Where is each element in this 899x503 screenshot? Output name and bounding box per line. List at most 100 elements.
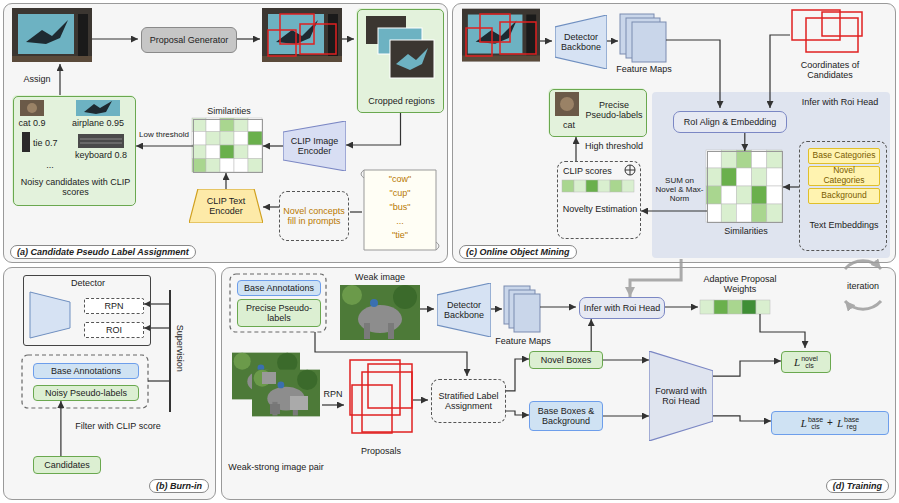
similarity-cells: [752, 150, 767, 168]
feature-maps: [514, 294, 540, 332]
process-box: RoI Align & Embedding: [673, 111, 787, 133]
connector: [60, 401, 61, 456]
panel: (c) Online Object MiningDetector Backbon…: [452, 3, 896, 263]
annotation-box: Base Annotations: [237, 280, 321, 296]
similarity-cells: [220, 159, 234, 173]
similarity-cells: [756, 300, 770, 314]
pseudo-label-box: Noisy Pseudo-labels: [33, 385, 139, 401]
similarity-cells: [234, 118, 248, 132]
panel-ground: [3, 267, 216, 500]
figure-label: Feature Maps: [490, 336, 556, 346]
similarity-cells: [562, 180, 574, 192]
similarity-cells: [767, 204, 782, 222]
supervision-bar: [170, 290, 171, 412]
box-set: Novel Boxes: [529, 351, 603, 369]
encoder: CLIP Text Encoder: [189, 189, 263, 223]
similarity-cells: [767, 168, 782, 186]
photo: [560, 97, 574, 111]
connector: [603, 359, 649, 360]
connector: [575, 137, 576, 161]
similarity-cells: [248, 132, 262, 146]
edge-label: Low threshold: [136, 130, 192, 139]
candidate-box: [280, 14, 314, 44]
flow-arrow: [60, 35, 805, 405]
figure-label: airplane 0.95: [62, 118, 134, 128]
figure-label: Proposals: [346, 446, 416, 456]
similarity-cells: [752, 186, 767, 204]
flow-arrow: [666, 40, 720, 108]
candidate-box: [822, 12, 862, 36]
photo: [78, 134, 124, 148]
edge-label: SUM on Novel & Max-Norm: [654, 176, 705, 204]
feature-maps: [632, 22, 666, 62]
flow-arrow: [540, 306, 576, 307]
figure-label: Feature Maps: [608, 64, 680, 74]
photo: [290, 396, 308, 410]
connector: [136, 145, 193, 146]
candidate-box: [268, 30, 296, 56]
math-symbol: L: [794, 356, 800, 369]
superscript: base: [808, 416, 823, 423]
similarity-cells: [752, 204, 767, 222]
similarity-cells: [721, 150, 736, 168]
node-text: Noisy candidates with CLIP scores: [18, 177, 133, 198]
feature-maps: [504, 14, 666, 332]
figure-label: Supervision: [175, 308, 185, 388]
group-outline: [22, 274, 326, 408]
node-text: RoI Align & Embedding: [684, 117, 777, 127]
flow-arrow: [413, 399, 428, 400]
node-text: Base Categories: [813, 151, 876, 161]
iteration-arrow: [845, 301, 881, 309]
similarity-cells: [622, 180, 634, 192]
supervision-bar: [169, 290, 171, 412]
panel-caption: (d) Training: [826, 479, 889, 493]
pseudo-label-box: Precise Pseudo-labelscat: [549, 89, 647, 137]
encoder: CLIP Image Encoder: [283, 121, 346, 171]
similarity-cells: [706, 150, 721, 168]
superscript: base: [844, 416, 859, 423]
flow-arrow: [490, 308, 502, 309]
flow-arrow: [144, 327, 170, 328]
node-text: Precise Pseudo-labels: [241, 303, 317, 324]
connector: [713, 361, 781, 376]
assignment-box: Stratified Label Assignment: [431, 379, 506, 423]
figure-label: Weak-strong image pair: [228, 462, 324, 472]
node-text: CLIP Text Encoder: [192, 196, 260, 217]
box-set: Base Boxes & Background: [529, 401, 603, 431]
candidate-box: [806, 18, 858, 52]
node-text: Noisy Pseudo-labels: [45, 388, 127, 398]
photo: [27, 103, 37, 113]
node-text: Stratified Label Assignment: [435, 391, 502, 412]
trapezoid: [555, 15, 607, 69]
photo: [340, 285, 420, 340]
subscript: cls: [808, 423, 823, 430]
connector: [506, 411, 529, 415]
similarity-cells: [234, 132, 248, 146]
figure-label: ...: [40, 160, 60, 170]
flow-arrow: [322, 404, 344, 405]
similarity-cells: [206, 118, 220, 132]
group-outline: [22, 355, 148, 408]
candidate-box: [368, 364, 412, 408]
plain-line: [350, 211, 362, 212]
similarity-cells: [206, 159, 220, 173]
node-text: CLIP scores: [563, 166, 623, 176]
flow-arrow: [342, 38, 354, 39]
embedding-box: Background: [808, 188, 880, 204]
sum-symbol: [625, 165, 635, 175]
similarity-cells: [192, 159, 206, 173]
photo: [270, 404, 280, 414]
similarity-cells: [767, 186, 782, 204]
photo: [12, 8, 92, 62]
flow-arrow: [59, 64, 60, 95]
connector: [641, 210, 707, 211]
photo: [22, 132, 30, 152]
image-group: Cropped regions: [357, 9, 444, 113]
similarity-cells: [752, 168, 767, 186]
node-text: Infer with Roi Head: [793, 97, 887, 107]
prompt-scroll: [364, 170, 436, 250]
node-text: Candidates: [44, 460, 90, 470]
node-text: Base Annotations: [244, 283, 314, 293]
panel-ground: [12, 95, 135, 205]
similarity-cells: [721, 186, 736, 204]
